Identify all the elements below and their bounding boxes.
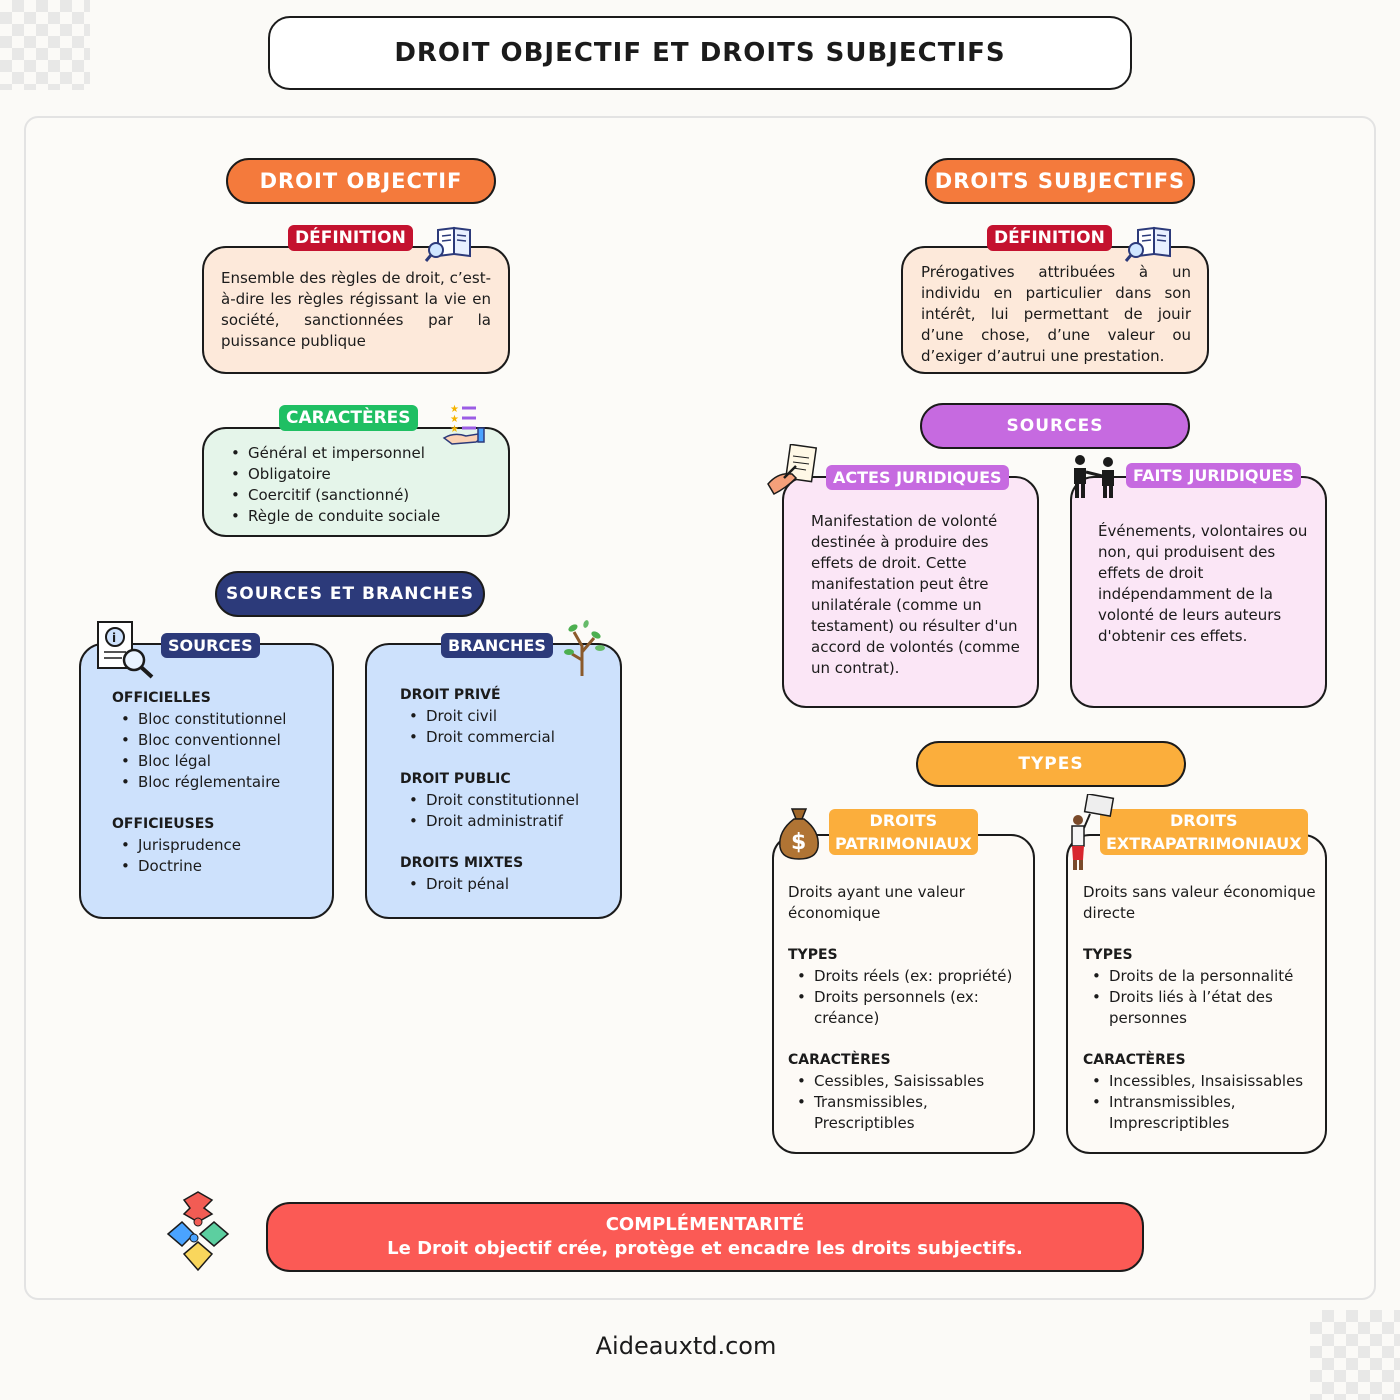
sources-header: SOURCES <box>920 403 1190 449</box>
definition-tag: DÉFINITION <box>288 225 413 251</box>
patrimoniaux-content: Droits ayant une valeur économique TYPES… <box>788 882 1028 1134</box>
droits-subjectifs-header: DROITS SUBJECTIFS <box>925 158 1195 204</box>
branches-content: DROIT PRIVÉ Droit civil Droit commercial… <box>400 685 615 895</box>
handshake-people-icon <box>1074 455 1114 498</box>
corner-pattern-top-left <box>0 0 90 90</box>
definition-text-subjectifs: Prérogatives attribuées à un individu en… <box>921 263 1191 365</box>
list-item: Bloc légal <box>112 751 327 772</box>
list-item: Coercitif (sanctionné) <box>222 485 502 506</box>
svg-text:$: $ <box>791 830 806 855</box>
complementarite-text: Le Droit objectif crée, protège et encad… <box>387 1238 1023 1259</box>
branches-box <box>365 643 622 919</box>
types-label: TYPES <box>788 947 838 963</box>
extrapatrimoniaux-content: Droits sans valeur économique directe TY… <box>1083 882 1319 1134</box>
list-item: Doctrine <box>112 856 327 877</box>
tag-line: DROITS <box>1169 811 1238 830</box>
types-label: TYPES <box>1083 947 1133 963</box>
list-item: Droit pénal <box>400 874 615 895</box>
definition-tag: DÉFINITION <box>987 225 1112 251</box>
branches-tag: BRANCHES <box>441 633 553 658</box>
sources-tag: SOURCES <box>161 633 260 658</box>
list-item: Bloc réglementaire <box>112 772 327 793</box>
list-item: Intransmissibles, Imprescriptibles <box>1083 1092 1319 1134</box>
officielles-label: OFFICIELLES <box>112 690 211 706</box>
actes-juridiques-tag: ACTES JURIDIQUES <box>826 465 1009 490</box>
droit-prive-label: DROIT PRIVÉ <box>400 687 501 703</box>
caracteres-tag: CARACTÈRES <box>279 405 418 431</box>
list-item: Droits personnels (ex: créance) <box>788 987 1028 1029</box>
complementarite-box: COMPLÉMENTARITÉ Le Droit objectif crée, … <box>266 1202 1144 1272</box>
list-item: Incessibles, Insaisissables <box>1083 1071 1319 1092</box>
list-item: Jurisprudence <box>112 835 327 856</box>
list-item: Droits réels (ex: propriété) <box>788 966 1028 987</box>
droit-public-label: DROIT PUBLIC <box>400 771 511 787</box>
book-magnifier-icon <box>424 226 471 262</box>
page-title: DROIT OBJECTIF ET DROITS SUBJECTIFS <box>268 16 1132 90</box>
tag-line: DROITS <box>869 811 938 830</box>
faits-juridiques-tag: FAITS JURIDIQUES <box>1126 463 1301 488</box>
money-bag-icon: $ <box>779 808 819 860</box>
corner-pattern-bottom-right <box>1310 1310 1400 1400</box>
list-item: Obligatoire <box>222 464 502 485</box>
list-item: Bloc constitutionnel <box>112 709 327 730</box>
complementarite-title: COMPLÉMENTARITÉ <box>605 1214 805 1235</box>
list-item: Droit administratif <box>400 811 615 832</box>
tag-line: EXTRAPATRIMONIAUX <box>1106 834 1302 853</box>
droits-extrapatrimoniaux-tag: DROITS EXTRAPATRIMONIAUX <box>1100 809 1308 855</box>
svg-text:★: ★ <box>450 424 459 435</box>
list-item: Transmissibles, Prescriptibles <box>788 1092 1028 1134</box>
faits-juridiques-box <box>1070 476 1327 708</box>
patrimoniaux-desc: Droits ayant une valeur économique <box>788 883 965 922</box>
tree-branch-icon <box>564 620 605 676</box>
list-item: Droits liés à l’état des personnes <box>1083 987 1319 1029</box>
actes-juridiques-box <box>782 476 1039 708</box>
types-header: TYPES <box>916 741 1186 787</box>
list-item: Cessibles, Saisissables <box>788 1071 1028 1092</box>
definition-box-objectif <box>202 246 510 374</box>
svg-text:★: ★ <box>450 404 459 415</box>
footer-site: Aideauxtd.com <box>595 1332 777 1360</box>
definition-text-objectif: Ensemble des règles de droit, c’est-à-di… <box>221 269 491 350</box>
caracteres-label: CARACTÈRES <box>1083 1052 1186 1068</box>
protester-sign-icon <box>1071 794 1115 870</box>
faits-juridiques-text: Événements, volontaires ou non, qui prod… <box>1098 522 1308 645</box>
info-document-magnifier-icon: i <box>97 621 154 679</box>
sources-content: OFFICIELLES Bloc constitutionnel Bloc co… <box>112 688 327 877</box>
caracteres-label: CARACTÈRES <box>788 1052 891 1068</box>
list-item: Règle de conduite sociale <box>222 506 502 527</box>
droit-objectif-header: DROIT OBJECTIF <box>226 158 496 204</box>
list-item: Droit constitutionnel <box>400 790 615 811</box>
sources-branches-header: SOURCES ET BRANCHES <box>215 571 485 617</box>
svg-text:i: i <box>112 631 116 645</box>
list-item: Droit civil <box>400 706 615 727</box>
svg-text:★: ★ <box>450 414 459 425</box>
extrapatrimoniaux-desc: Droits sans valeur économique directe <box>1083 883 1316 922</box>
tag-line: PATRIMONIAUX <box>835 834 972 853</box>
list-item: Droits de la personnalité <box>1083 966 1319 987</box>
contract-signing-icon <box>767 444 818 495</box>
droits-patrimoniaux-tag: DROITS PATRIMONIAUX <box>829 809 978 855</box>
list-item: Bloc conventionnel <box>112 730 327 751</box>
stars-checklist-icon: ★ ★ ★ <box>442 404 485 445</box>
caracteres-list: Général et impersonnel Obligatoire Coerc… <box>222 443 502 527</box>
book-magnifier-icon <box>1124 226 1171 262</box>
actes-juridiques-text: Manifestation de volonté destinée à prod… <box>811 512 1020 677</box>
definition-box-subjectifs <box>901 246 1209 374</box>
list-item: Général et impersonnel <box>222 443 502 464</box>
droits-mixtes-label: DROITS MIXTES <box>400 855 524 871</box>
puzzle-icon <box>166 1191 230 1272</box>
list-item: Droit commercial <box>400 727 615 748</box>
officieuses-label: OFFICIEUSES <box>112 816 215 832</box>
